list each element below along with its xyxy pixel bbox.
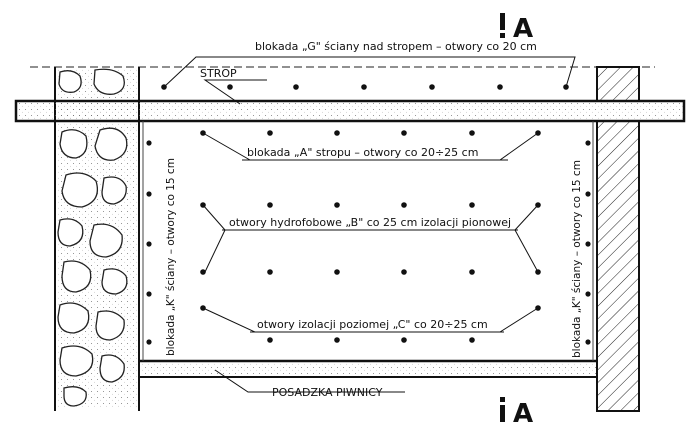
- label-blokada-k-left: blokada „K" ściany – otwory co 15 cm: [165, 158, 177, 356]
- label-blokada-g: blokada „G" ściany nad stropem – otwory …: [255, 40, 537, 53]
- label-otwory-c: otwory izolacji poziomej „C" co 20÷25 cm: [257, 318, 488, 331]
- label-otwory-b: otwory hydrofobowe „B" co 25 cm izolacji…: [229, 216, 511, 229]
- ceiling-slab: [14, 99, 686, 123]
- right-hatched-wall: [596, 66, 640, 412]
- holes-row-b: [200, 202, 541, 275]
- section-marker-top: A: [500, 13, 533, 44]
- section-marker-top-letter: A: [513, 14, 533, 44]
- label-blokada-a: blokada „A" stropu – otwory co 20÷25 cm: [247, 146, 478, 159]
- holes-row-a: [200, 130, 541, 136]
- holes-k-right: [585, 140, 591, 345]
- holes-row-g: [161, 84, 569, 90]
- basement-floor: [138, 359, 598, 378]
- left-stone-wall: [54, 67, 140, 411]
- holes-k-left: [146, 140, 152, 345]
- holes-row-c: [200, 305, 541, 343]
- section-marker-bottom-letter: A: [513, 399, 533, 429]
- leader-lines: [163, 56, 576, 393]
- label-strop: STROP: [200, 67, 237, 80]
- section-marker-bottom: A: [500, 397, 533, 429]
- label-posadzka: POSADZKA PIWNICY: [272, 386, 383, 399]
- label-blokada-k-right: blokada „K" ściany – otwory co 15 cm: [571, 160, 583, 358]
